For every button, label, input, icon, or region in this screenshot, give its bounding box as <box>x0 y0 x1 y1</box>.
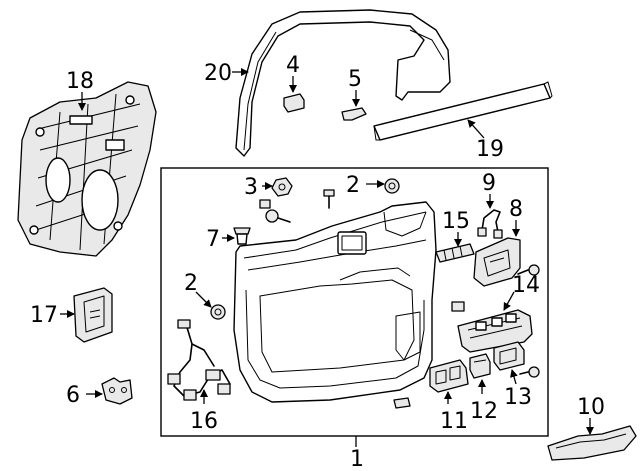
hinge-bracket-6 <box>101 377 133 405</box>
window-frame-20 <box>235 9 451 157</box>
callout-20: 20 <box>204 61 232 86</box>
door-module-panel-18 <box>17 81 157 257</box>
callout-7: 7 <box>206 227 220 252</box>
pin-7 <box>233 227 251 245</box>
callout-18: 18 <box>66 69 94 94</box>
retainer-2-top <box>384 178 400 194</box>
callout-16: 16 <box>190 409 218 434</box>
screw-a <box>265 209 291 223</box>
molding-10 <box>547 425 637 461</box>
callout-9: 9 <box>482 171 496 196</box>
clip-small-c <box>393 397 411 409</box>
callout-14: 14 <box>512 273 540 298</box>
wiring-harness-16 <box>167 319 231 401</box>
callout-17: 17 <box>30 303 58 328</box>
callout-12: 12 <box>470 399 498 424</box>
leader-2-left <box>195 291 212 308</box>
callout-6: 6 <box>66 383 80 408</box>
door-assembly-frame <box>160 167 549 437</box>
switch-bezel-17 <box>73 287 113 343</box>
callout-2-left: 2 <box>184 271 198 296</box>
belt-molding-19 <box>373 81 553 141</box>
bolt-c <box>519 366 540 378</box>
callout-2-top: 2 <box>346 173 360 198</box>
lock-switch-12 <box>469 353 491 379</box>
bolt-a <box>323 189 335 209</box>
retainer-2-left <box>210 304 226 320</box>
callout-1: 1 <box>350 447 364 471</box>
leader-19 <box>467 119 485 139</box>
callout-4: 4 <box>286 53 300 78</box>
window-switch-11 <box>429 359 469 393</box>
nut-3 <box>271 177 293 197</box>
callout-19: 19 <box>476 137 504 162</box>
callout-10: 10 <box>577 395 605 420</box>
callout-11: 11 <box>440 409 468 434</box>
leader-13 <box>510 369 518 385</box>
callout-3: 3 <box>244 175 258 200</box>
callout-8: 8 <box>509 197 523 222</box>
bolt-b <box>517 264 540 276</box>
mirror-switch-13 <box>493 341 525 371</box>
inside-handle-8 <box>473 237 521 287</box>
switch-bezel-14 <box>457 309 533 353</box>
harness-jumper-9 <box>477 209 503 239</box>
clip-small-a <box>259 199 271 209</box>
clip-small-b <box>451 301 465 312</box>
callout-13: 13 <box>504 385 532 410</box>
callout-15: 15 <box>442 209 470 234</box>
clip-4 <box>283 93 305 113</box>
clip-5 <box>341 107 367 121</box>
door-trim-panel <box>233 201 437 403</box>
callout-5: 5 <box>348 67 362 92</box>
switch-connector-15 <box>435 243 475 263</box>
leader-14 <box>503 291 515 311</box>
